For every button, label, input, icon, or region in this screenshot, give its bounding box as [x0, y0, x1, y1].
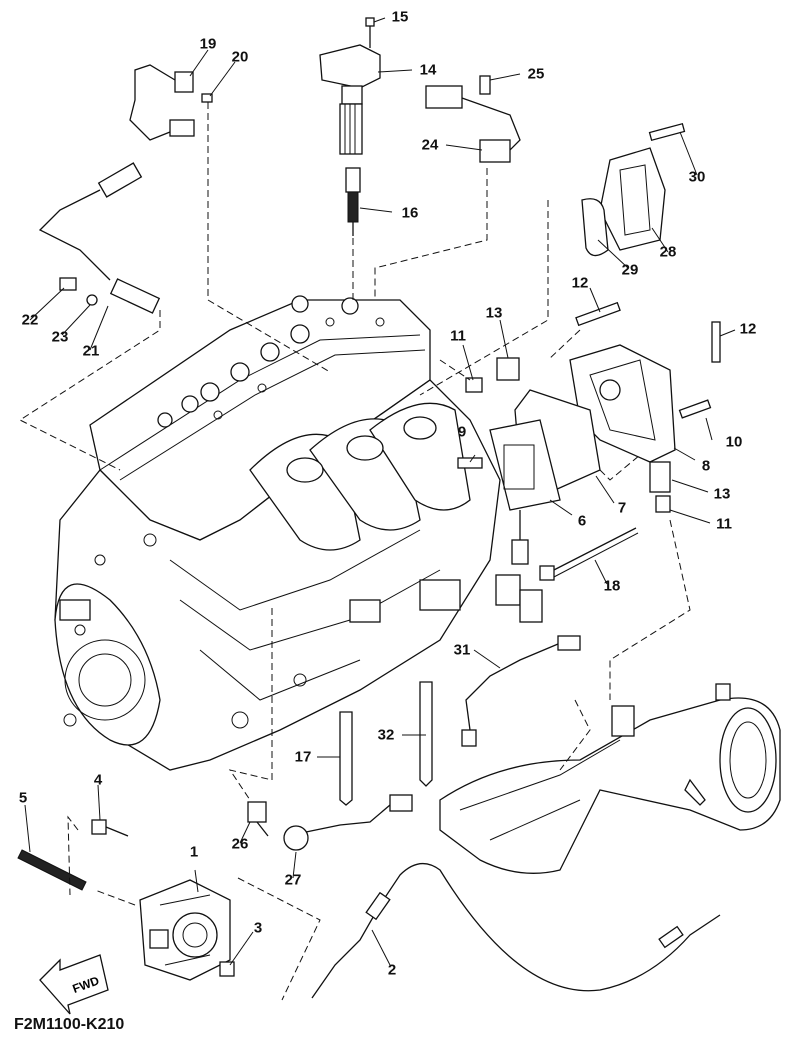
- diagram-part-code: F2M1100-K210: [14, 1016, 125, 1033]
- callout-3: 3: [253, 919, 263, 937]
- housing-8: [465, 301, 721, 513]
- callout-10: 10: [725, 433, 743, 451]
- callout-13: 13: [485, 304, 503, 322]
- callout-2: 2: [387, 961, 397, 979]
- callout-11: 11: [450, 327, 466, 345]
- callout-32: 32: [377, 726, 395, 744]
- bolt-18: [539, 527, 639, 581]
- sensor-31: [461, 635, 581, 747]
- sensor-19: [129, 64, 213, 141]
- callout-11: 11: [716, 515, 732, 533]
- callout-12: 12: [739, 320, 757, 338]
- callout-12: 12: [571, 274, 589, 292]
- callout-22: 22: [21, 311, 39, 329]
- callout-27: 27: [284, 871, 302, 889]
- leader-lines: [24, 17, 736, 966]
- reference-lines: [18, 102, 691, 1001]
- callout-14: 14: [419, 61, 437, 79]
- throttle-cable: [311, 863, 721, 999]
- callout-21: 21: [82, 342, 100, 360]
- callout-7: 7: [617, 499, 627, 517]
- callout-18: 18: [603, 577, 621, 595]
- callout-29: 29: [621, 261, 639, 279]
- callout-25: 25: [527, 65, 545, 83]
- callout-8: 8: [701, 457, 711, 475]
- spark-plug: [345, 167, 361, 236]
- callout-1: 1: [189, 843, 199, 861]
- callout-4: 4: [93, 771, 103, 789]
- ignition-coil: [319, 17, 381, 155]
- module-6: [457, 389, 601, 623]
- sensor-26: [247, 801, 269, 837]
- callout-9: 9: [457, 423, 467, 441]
- callout-17: 17: [294, 748, 312, 766]
- tie-straps: [339, 681, 433, 806]
- callout-6: 6: [577, 512, 587, 530]
- callout-31: 31: [453, 641, 471, 659]
- engine-block: [54, 295, 501, 771]
- sensor-27: [283, 794, 413, 851]
- callout-30: 30: [688, 168, 706, 186]
- bolt-4-5: [17, 819, 129, 891]
- fwd-arrow-icon: FWD: [39, 954, 109, 1015]
- callout-19: 19: [199, 35, 217, 53]
- callout-23: 23: [51, 328, 69, 346]
- sensor-21: [38, 162, 161, 314]
- callout-28: 28: [659, 243, 677, 261]
- module-28: [581, 122, 686, 257]
- callout-15: 15: [391, 8, 409, 26]
- callout-24: 24: [421, 136, 439, 154]
- callout-16: 16: [401, 204, 419, 222]
- callout-26: 26: [231, 835, 249, 853]
- intake-pipe: [439, 683, 781, 874]
- callout-5: 5: [18, 789, 28, 807]
- callout-13: 13: [713, 485, 731, 503]
- throttle-body: [139, 879, 235, 981]
- sensor-24: [425, 75, 521, 163]
- callout-20: 20: [231, 48, 249, 66]
